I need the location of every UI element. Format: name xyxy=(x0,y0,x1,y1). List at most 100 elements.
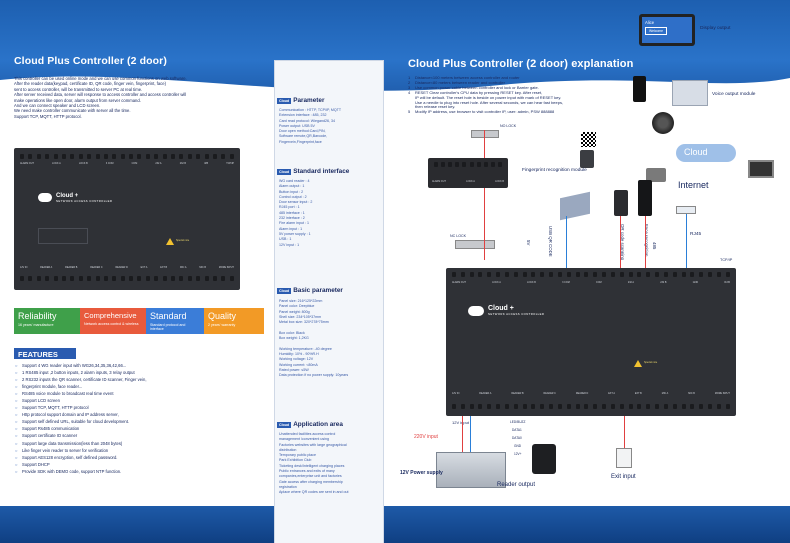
intro-line: This controller can be used online mode … xyxy=(14,76,187,81)
feature-item: Support large data transmission(less tha… xyxy=(14,440,264,447)
spec-card xyxy=(274,60,384,543)
intro-line: After the reader data(keypad, certificat… xyxy=(14,81,166,87)
feature-item: Support 4 WG reader input with WG26,34,3… xyxy=(14,362,264,369)
device-brand: Cloud + NETWORK ACCESS CONTROLLER xyxy=(56,193,113,203)
left-title: Cloud Plus Controller (2 door) xyxy=(14,55,167,67)
device-brand: Cloud + NETWORK ACCESS CONTROLLER xyxy=(488,305,545,316)
reader-wire xyxy=(645,216,646,268)
485-label: 485 xyxy=(652,242,657,250)
qr-scan-label: QR code scanning xyxy=(620,224,625,261)
phone-icon xyxy=(633,76,646,102)
no-lock xyxy=(471,130,499,138)
explanation-item: Use a needle to plug into reset hole. Af… xyxy=(415,99,564,105)
usb-qr-label: USB QR CODE xyxy=(548,226,553,257)
lock-wire xyxy=(484,130,485,260)
feature-item: Support certificate ID scanner xyxy=(14,432,264,439)
fingerprint-label: Fingerprint recognition module xyxy=(522,168,587,173)
feature-item: Provide SDK with DEMO code, support NTP … xyxy=(14,468,264,475)
monitor-icon xyxy=(748,160,774,178)
intro-line: make operations like open door, alarm ou… xyxy=(14,97,141,103)
display-output-label: Display output xyxy=(700,26,731,31)
cloud-logo-icon xyxy=(38,193,52,202)
warning-icon xyxy=(166,238,174,245)
intro-line: After server received data, server will … xyxy=(14,92,187,98)
feature-item: Support self defined URL, suitable for c… xyxy=(14,418,264,425)
feature-item: Like finger vein reader to server for ve… xyxy=(14,447,264,454)
feature-item: Http protocol support domain and IP addr… xyxy=(14,411,264,418)
label-plate xyxy=(38,228,88,244)
qr-scanner-device-icon xyxy=(614,190,628,216)
qr-code-icon xyxy=(581,132,596,147)
power-supply-label: 12V Power supply xyxy=(400,470,443,476)
12v-input-label: 12V input xyxy=(452,420,469,425)
bottom-banner xyxy=(0,506,790,543)
display-line-greeting: Welcome xyxy=(645,27,668,35)
power-wire xyxy=(470,416,471,452)
exit-input-label: Exit input xyxy=(611,474,636,480)
feature-item: Support Rs485 communication xyxy=(14,425,264,432)
voice-output-label: Voice output module xyxy=(712,92,756,97)
right-title: Cloud Plus Controller (2 door) explanati… xyxy=(408,58,634,70)
cloud-icon: Cloud xyxy=(676,144,736,162)
card-reader xyxy=(532,444,556,474)
explanation-item: IP will be default. The reset hole is be… xyxy=(415,94,562,100)
feature-item: 2 RS232 inputs the QR scanner, certifica… xyxy=(14,376,264,383)
power-supply xyxy=(436,452,506,488)
highlight-comprehensive: Comprehensive Network access control & w… xyxy=(80,308,146,334)
router-icon xyxy=(676,206,696,214)
feature-item: Support AES128 encryption, self defined … xyxy=(14,454,264,461)
features-list: Support 4 WG reader input with WG26,34,3… xyxy=(14,362,264,475)
tcpip-label: TCP/IP xyxy=(720,258,733,262)
nc-lock xyxy=(455,240,495,249)
banner-wave xyxy=(0,76,790,110)
intro-line: We need make controller communicate with… xyxy=(14,108,131,114)
warning-note: Special note xyxy=(644,361,658,364)
left-panel: Cloud Plus Controller (2 door) This cont… xyxy=(0,0,268,543)
speaker-icon xyxy=(652,112,674,134)
feature-item: RS485 voice module to broadcast real tim… xyxy=(14,390,264,397)
feature-item: fingerprint module, face reader... xyxy=(14,383,264,390)
5v-label: 5V xyxy=(526,240,531,246)
internet-label: Internet xyxy=(678,180,709,190)
explanation-item: then release reset key. xyxy=(415,104,456,110)
220v-input-label: 220V input xyxy=(414,434,438,440)
rj45-label: RJ45 xyxy=(690,232,702,237)
voice-module xyxy=(672,80,708,106)
warning-icon xyxy=(634,360,642,367)
usb-qr-scanner-icon xyxy=(560,191,590,221)
intro-line: Support TCP, MQTT, HTTP protocol. xyxy=(14,113,82,119)
nc-lock-label: NC LOCK xyxy=(450,234,466,238)
exit-button xyxy=(616,448,632,468)
face-label: Face recognition xyxy=(644,224,649,257)
usb-cable xyxy=(566,216,567,268)
feature-item: Support TCP, MQTT, HTTP protocol xyxy=(14,404,264,411)
display-line-name: Alice xyxy=(645,20,655,25)
exit-wire xyxy=(624,416,625,448)
intro-text: This controller can be used online mode … xyxy=(14,76,266,119)
feature-item: Support LCD screen xyxy=(14,397,264,404)
feature-item: 1 RS485 input ,2 button inputs, 2 alarm … xyxy=(14,369,264,376)
no-lock-label: NO LOCK xyxy=(500,124,517,128)
highlight-quality: Quality 2 years' warranty xyxy=(204,308,264,334)
intro-line: sent to access controller, will be trans… xyxy=(14,86,143,92)
features-heading: FEATURES xyxy=(14,348,76,359)
network-cable xyxy=(686,214,687,268)
